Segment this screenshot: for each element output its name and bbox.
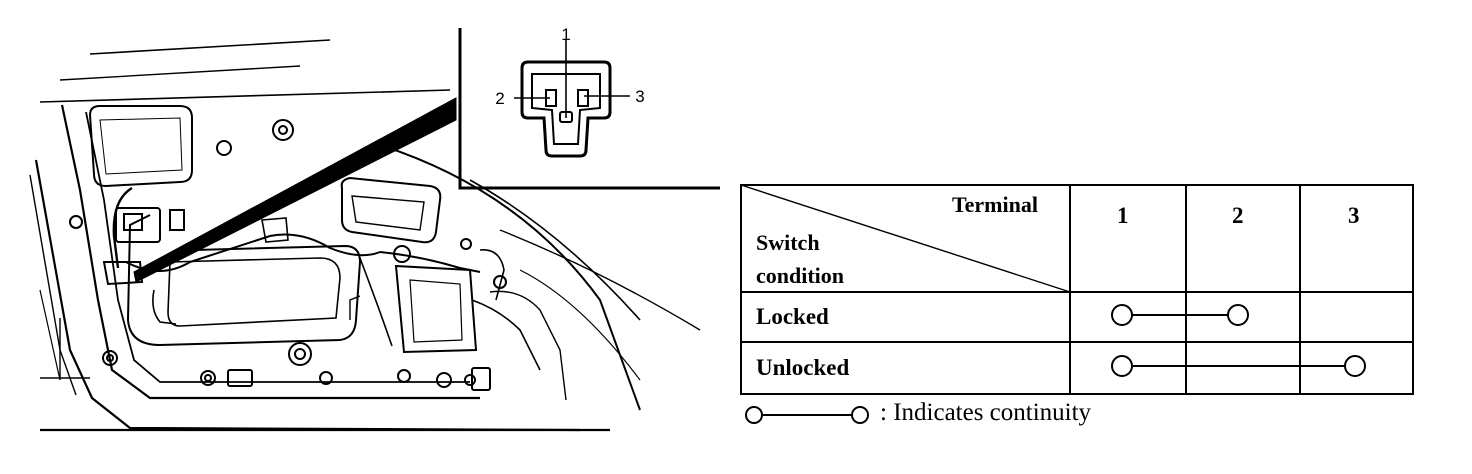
header-condition: condition xyxy=(756,263,845,288)
row-label-unlocked: Unlocked xyxy=(756,355,850,380)
terminal-label-2: 2 xyxy=(495,89,504,108)
header-terminal: Terminal xyxy=(952,192,1038,217)
continuity-node-locked-2 xyxy=(1227,304,1249,326)
legend-text: : Indicates continuity xyxy=(880,399,1092,426)
header-switch: Switch xyxy=(756,230,820,255)
terminal-label-1: 1 xyxy=(561,25,570,44)
continuity-node-unlocked-3 xyxy=(1344,355,1366,377)
terminal-label-3: 3 xyxy=(635,87,644,106)
continuity-legend: : Indicates continuity xyxy=(742,398,1242,432)
row-label-locked: Locked xyxy=(756,304,829,329)
terminal-header-2: 2 xyxy=(1232,203,1244,228)
continuity-table: Terminal Switch condition 1 2 3 Locked U… xyxy=(740,184,1415,396)
terminal-header-3: 3 xyxy=(1348,203,1360,228)
terminal-header-1: 1 xyxy=(1117,203,1129,228)
table-grid xyxy=(740,184,1414,395)
door-lock-switch-illustration: 1 2 3 xyxy=(29,25,720,432)
continuity-symbol-icon xyxy=(745,406,869,424)
continuity-node-locked-1 xyxy=(1111,304,1133,326)
continuity-node-unlocked-1 xyxy=(1111,355,1133,377)
